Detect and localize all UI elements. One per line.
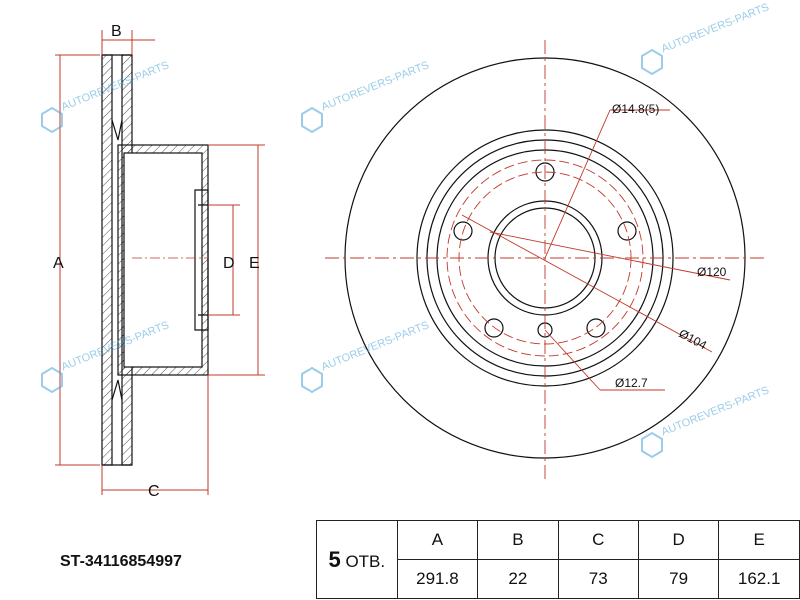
holes-cell: 5 ОТВ. — [316, 520, 398, 599]
dim-label-b: B — [111, 23, 122, 40]
dimensions-table: 5 ОТВ. A B C D E 291.8 22 73 79 162.1 — [316, 520, 800, 599]
table-header-row: 5 ОТВ. A B C D E — [316, 520, 800, 599]
svg-text:AUTOREVERS-PARTS: AUTOREVERS-PARTS — [320, 319, 431, 373]
part-number: ST-34116854997 — [60, 553, 182, 570]
dim-label-d: D — [223, 255, 235, 272]
header-c: C — [557, 520, 639, 560]
svg-text:AUTOREVERS-PARTS: AUTOREVERS-PARTS — [60, 59, 171, 113]
ar-logo-icon — [41, 48, 663, 459]
value-b: 22 — [477, 559, 559, 599]
dim-label-a: A — [53, 255, 64, 272]
header-a: A — [396, 520, 479, 560]
side-view — [101, 54, 209, 466]
value-c: 73 — [557, 559, 639, 599]
value-e: 162.1 — [718, 559, 800, 599]
dim-label-c: C — [148, 483, 160, 500]
holes-count: 5 — [328, 546, 341, 572]
header-e: E — [718, 520, 800, 560]
dimension-lines — [55, 30, 265, 495]
table-values-row: 291.8 22 73 79 162.1 — [317, 559, 800, 599]
dim-label-e: E — [249, 255, 260, 272]
bolt-holes — [453, 162, 637, 338]
callout-hole-dia: Ø14.8(5) — [612, 102, 659, 116]
header-d: D — [637, 520, 720, 560]
svg-text:AUTOREVERS-PARTS: AUTOREVERS-PARTS — [320, 59, 431, 113]
holes-label: ОТВ. — [345, 551, 386, 571]
value-d: 79 — [637, 559, 720, 599]
callout-outer-ring: Ø120 — [697, 265, 727, 279]
header-b: B — [477, 520, 559, 560]
callout-bolt-circle: Ø104 — [677, 326, 710, 352]
front-centerlines — [325, 40, 765, 480]
svg-text:AUTOREVERS-PARTS: AUTOREVERS-PARTS — [660, 1, 771, 55]
value-a: 291.8 — [396, 559, 479, 599]
callout-center-hole: Ø12.7 — [615, 376, 648, 390]
svg-text:AUTOREVERS-PARTS: AUTOREVERS-PARTS — [660, 384, 771, 438]
